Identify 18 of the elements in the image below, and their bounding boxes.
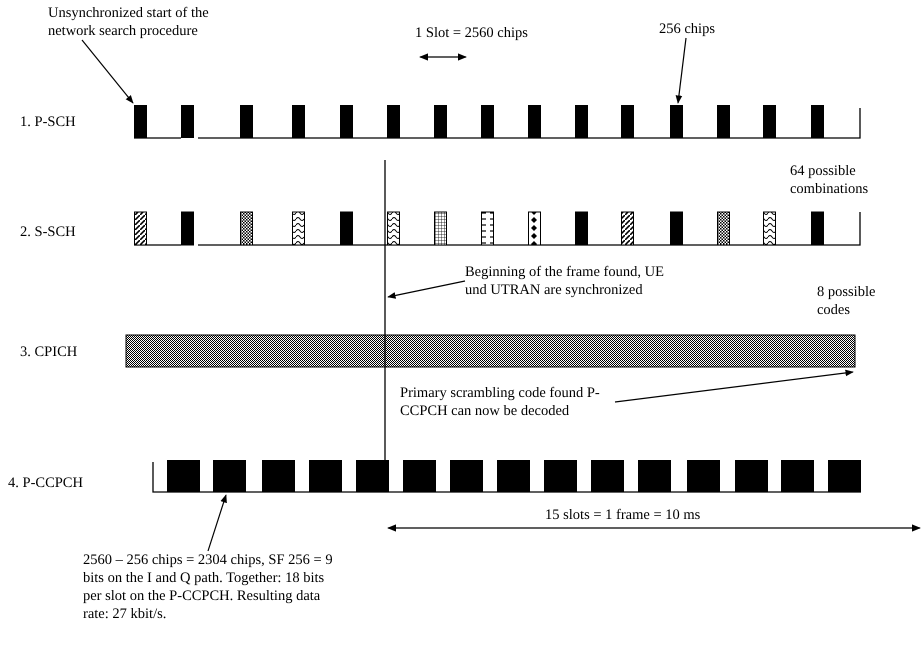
arrow [82,40,134,104]
channel-label: 1. P-SCH [20,113,76,131]
annotation-text: Unsynchronized start of the network search procedure [48,4,228,40]
annotation-text: Beginning of the frame found, UE und UTRAN are synchronized [465,263,675,299]
channel-label: 3. CPICH [20,343,78,361]
arrow [614,370,854,403]
annotation-text: 2560 – 256 chips = 2304 chips, SF 256 = 9 bits on the I and Q path. Together: 18 bits per slot on the P-CCPCH. Resulting data rate: 27 kbit/s. [83,551,333,623]
annotation-text: 8 possible codes [817,283,876,319]
channel-label: 2. S-SCH [20,223,76,241]
arrow [676,38,687,104]
annotation-text: 256 chips [659,20,715,38]
dimension-label: 1 Slot = 2560 chips [415,24,528,42]
arrow [387,280,466,299]
dimension-label: 15 slots = 1 frame = 10 ms [545,506,700,524]
annotation-text: 64 possible combinations [790,162,870,198]
annotation-text: Primary scrambling code found P-CCPCH can now be decoded [400,384,615,420]
channel-label: 4. P-CCPCH [8,474,83,492]
arrow [207,494,227,552]
